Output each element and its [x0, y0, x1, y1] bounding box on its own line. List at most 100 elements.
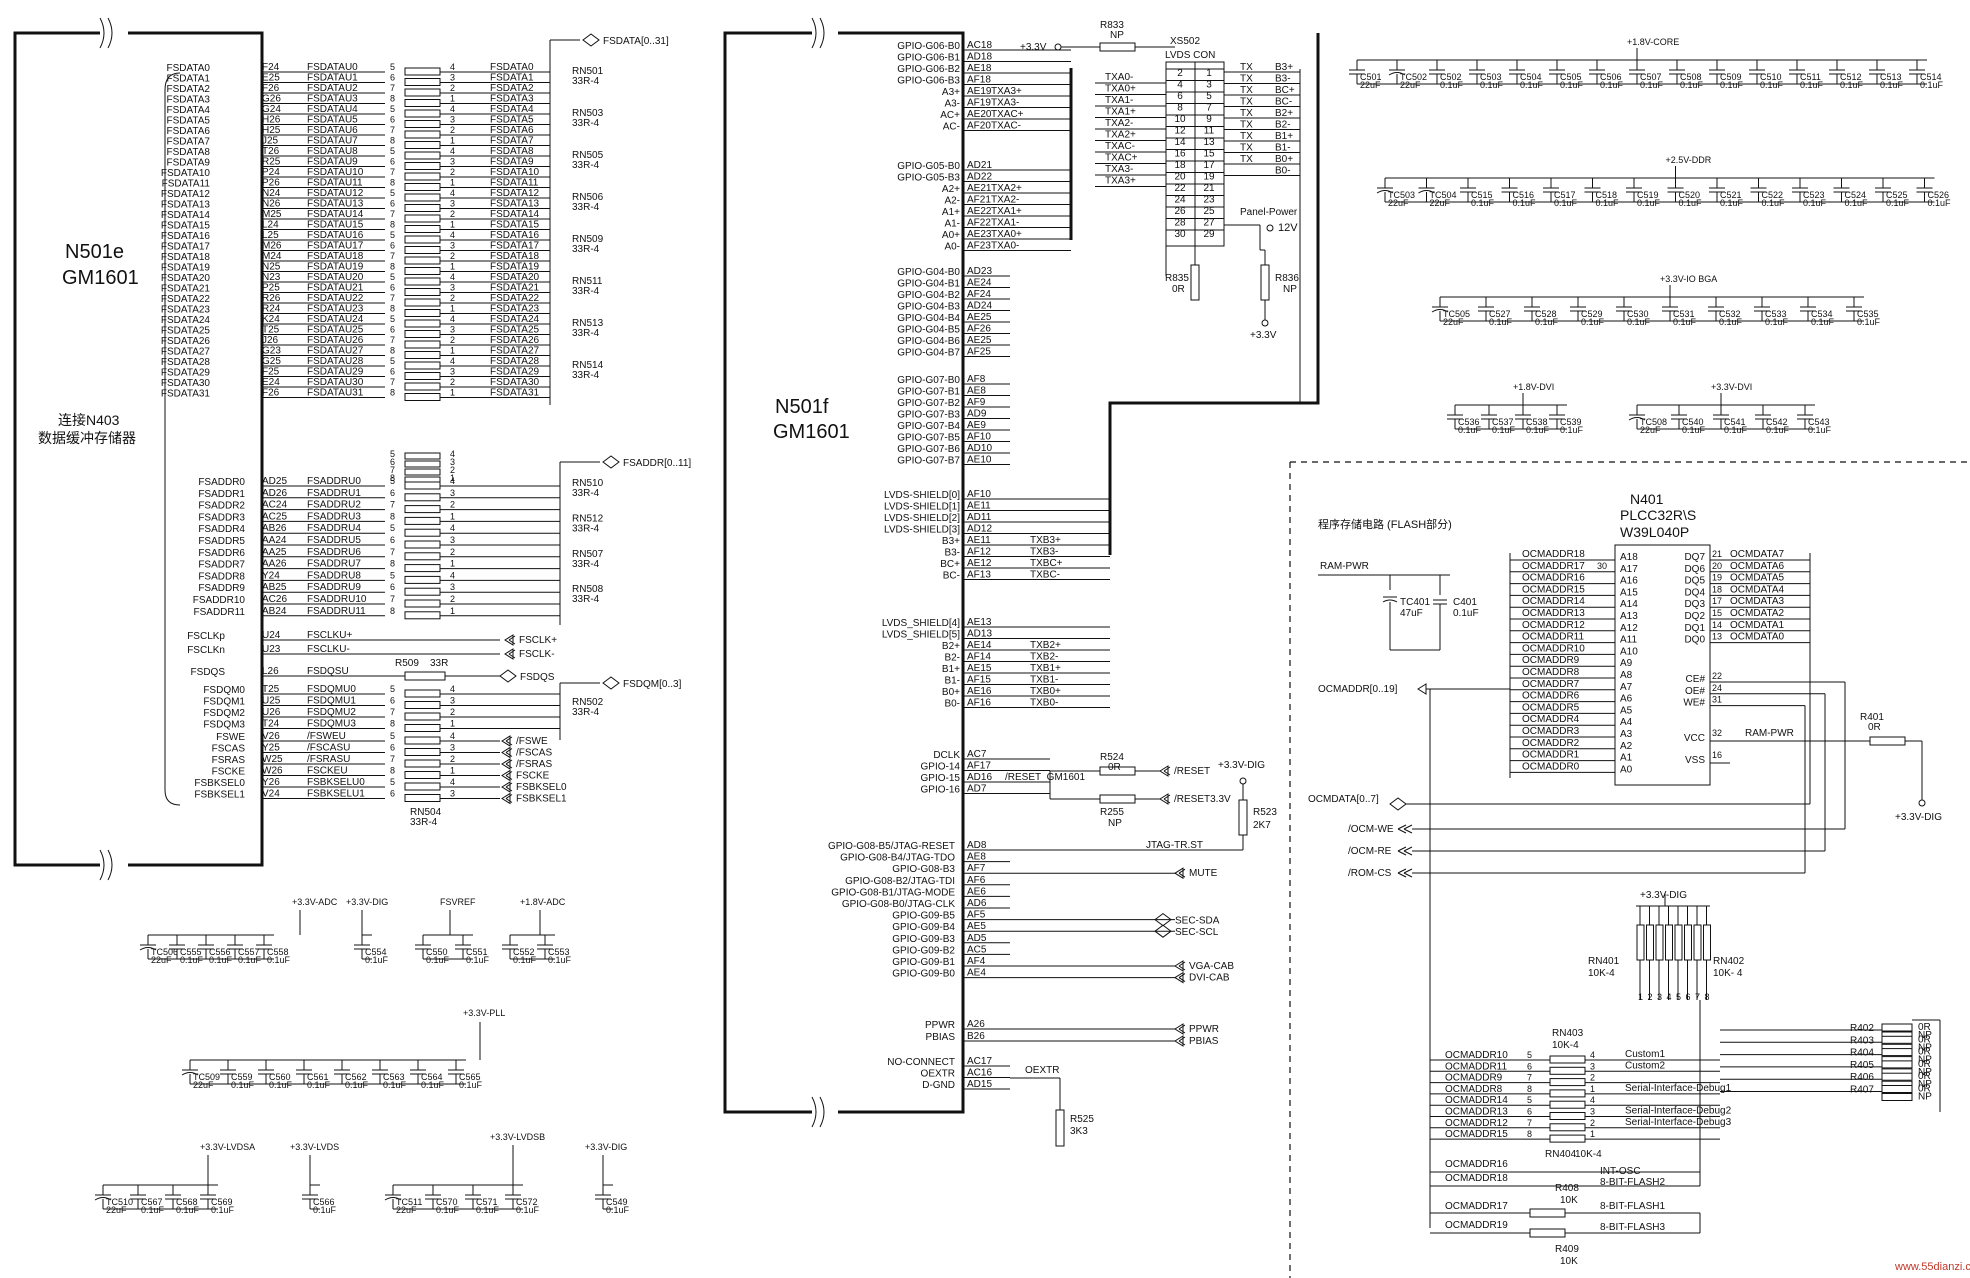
n501e-pin-FSADDR10: FSADDR10 — [193, 595, 246, 606]
strap-pin-l: 5 — [1527, 1095, 1532, 1105]
out-/FSWE: /FSWE — [516, 736, 548, 747]
rn-resistor — [404, 587, 441, 596]
flash-ctl-/ROM-CS: /ROM-CS — [1348, 868, 1392, 879]
rn-pin-r: 3 — [450, 325, 455, 335]
flash-dpinnum: 15 — [1712, 608, 1722, 618]
r255-val: NP — [1108, 818, 1122, 829]
net-out-FSDATA3: FSDATA3 — [490, 94, 534, 105]
out-FSCLK-: FSCLK- — [519, 649, 555, 660]
lvds-net-TXA2-: TXA2- — [1105, 118, 1133, 129]
pullup-pin: 7 — [1695, 992, 1700, 1002]
rn504-ref: RN504 — [410, 807, 442, 818]
n501f-pin-GPIO-G06-B0: GPIO-G06-B0 — [897, 41, 960, 52]
dec-row1-C506-val: 0.1uF — [1600, 80, 1624, 90]
dec-b1a-C558-ref: C558 — [267, 947, 289, 957]
xs502-pin-l: 26 — [1174, 206, 1186, 217]
flash-data-OCMDATA2: OCMDATA2 — [1730, 608, 1785, 619]
r509-ref: R509 — [395, 658, 419, 669]
panel-power-label: Panel-Power — [1240, 207, 1298, 218]
n501e-ball-FSDATA11: P26 — [262, 178, 280, 189]
r836-body — [1260, 264, 1270, 301]
n501f-ball-DCLK: AC7 — [967, 749, 987, 760]
n501f-ball-GPIO-G06-B1: AD18 — [967, 52, 992, 63]
n501f-pin-B3+: B3+ — [942, 536, 960, 547]
dec-row1-C501-ref: C501 — [1360, 72, 1382, 82]
n401-pin-A9: A9 — [1620, 658, 1633, 669]
dec-row3-C535-ref: C535 — [1857, 309, 1879, 319]
lvds-net-TXAC-: TXAC- — [1105, 141, 1135, 152]
n501e-pin-FSCLKp: FSCLKp — [187, 631, 225, 642]
dec-row3-C534-val: 0.1uF — [1811, 317, 1835, 327]
n501e-ball-FSDATA28: G25 — [262, 356, 281, 367]
dec-row2-C523-ref: C523 — [1803, 190, 1825, 200]
dec-row2-C516-ref: C516 — [1513, 190, 1535, 200]
rn401-ref: RN401 — [1588, 956, 1620, 967]
dec-b1c-C550-ref: C550 — [426, 947, 448, 957]
rn-pin-l: 6 — [390, 73, 395, 83]
rn-pin-r: 3 — [450, 367, 455, 377]
net-TXA0+: TXA0+ — [991, 229, 1022, 240]
net-FSDATAU23: FSDATAU23 — [307, 304, 364, 315]
rn-pin-l: 7 — [390, 83, 395, 93]
dec-b1a-C555-val: 0.1uF — [180, 955, 204, 965]
dec-b2-C562-ref: C562 — [345, 1072, 367, 1082]
r401-body — [1869, 736, 1906, 746]
rn-pin-l: 7 — [390, 293, 395, 303]
out-FSCLK--arrow — [504, 648, 514, 660]
dec-row3-TC505-ref: TC505 — [1443, 309, 1470, 319]
strap-pin-l: 8 — [1527, 1129, 1532, 1139]
dec-b2-C565-val: 0.1uF — [459, 1080, 483, 1090]
rn-pin-r: 2 — [450, 83, 455, 93]
net-TXB1-: TXB1- — [1030, 675, 1058, 686]
n501e-pin-FSDATA16: FSDATA16 — [161, 231, 211, 242]
r835-body — [1190, 264, 1200, 301]
n401-pin-CE#: CE# — [1686, 674, 1706, 685]
n401-vcc-num: 32 — [1712, 728, 1722, 738]
dec-row2-C519-ref: C519 — [1637, 190, 1659, 200]
flash-data-OCMDATA5: OCMDATA5 — [1730, 573, 1785, 584]
rn-pin-r: 1 — [450, 136, 455, 146]
n501f-pin-GPIO-G05-B0: GPIO-G05-B0 — [897, 161, 960, 172]
lvds-net-TXA3-: TXA3- — [1105, 164, 1133, 175]
dec-row3-C531-val: 0.1uF — [1673, 317, 1697, 327]
net-FSDATAU26: FSDATAU26 — [307, 335, 364, 346]
n501e-pin-FSADDR0: FSADDR0 — [198, 477, 245, 488]
flash-ctl-/OCM-WE: /OCM-WE — [1348, 824, 1394, 835]
strap-net-OCMADDR12: OCMADDR12 — [1445, 1118, 1508, 1129]
ocm18-label: OCMADDR18 — [1445, 1173, 1508, 1184]
lvds-rnet-B3-: B3- — [1275, 74, 1291, 85]
out-/FSRAS: /FSRAS — [516, 759, 552, 770]
r524-val: 0R — [1108, 762, 1121, 773]
n501f-ball-A3+: AE19 — [967, 86, 992, 97]
dec-row4a-C538-val: 0.1uF — [1526, 425, 1550, 435]
r524-ref: R524 — [1100, 752, 1124, 763]
rn-resistor — [404, 298, 441, 307]
n501e-ball-FSDATA10: P24 — [262, 167, 280, 178]
n501e-pin-FSDATA4: FSDATA4 — [166, 105, 210, 116]
out-reset-arrow — [1159, 765, 1169, 777]
net-out-FSDATA30: FSDATA30 — [490, 377, 540, 388]
out-DVI-CAB-arrow — [1174, 971, 1184, 984]
n501f-ball-GPIO-G09-B1: AF4 — [967, 956, 986, 967]
strap-res — [1549, 1089, 1586, 1098]
rn403-ref: RN403 — [1552, 1028, 1584, 1039]
rn-resistor — [404, 748, 441, 756]
watermark: www.55dianzi.com — [1894, 1261, 1970, 1273]
rn-resistor — [404, 120, 441, 128]
strap-pin-r: 1 — [1590, 1084, 1595, 1094]
rn-pin-l: 6 — [390, 199, 395, 209]
n501f-pin-NO-CONNECT: NO-CONNECT — [887, 1057, 955, 1068]
rn-pin-l: 8 — [390, 220, 395, 230]
dec-row3-C528-val: 0.1uF — [1535, 317, 1559, 327]
n401-body — [1614, 544, 1711, 786]
xs502-pin-l: 20 — [1174, 172, 1186, 183]
strap-r-b-val: NP — [1918, 1092, 1932, 1103]
n501f-pin-GPIO-G06-B3: GPIO-G06-B3 — [897, 76, 960, 87]
rn-pin-l: 5 — [390, 314, 395, 324]
flash-addr-OCMADDR15: OCMADDR15 — [1522, 584, 1585, 595]
n501f-pin-GPIO-G04-B6: GPIO-G04-B6 — [897, 336, 960, 347]
xs502-pin-r: 25 — [1203, 206, 1215, 217]
n501e-pin-FSDATA2: FSDATA2 — [166, 84, 210, 95]
n501e-ball-FSADDR0: AD25 — [262, 476, 287, 487]
